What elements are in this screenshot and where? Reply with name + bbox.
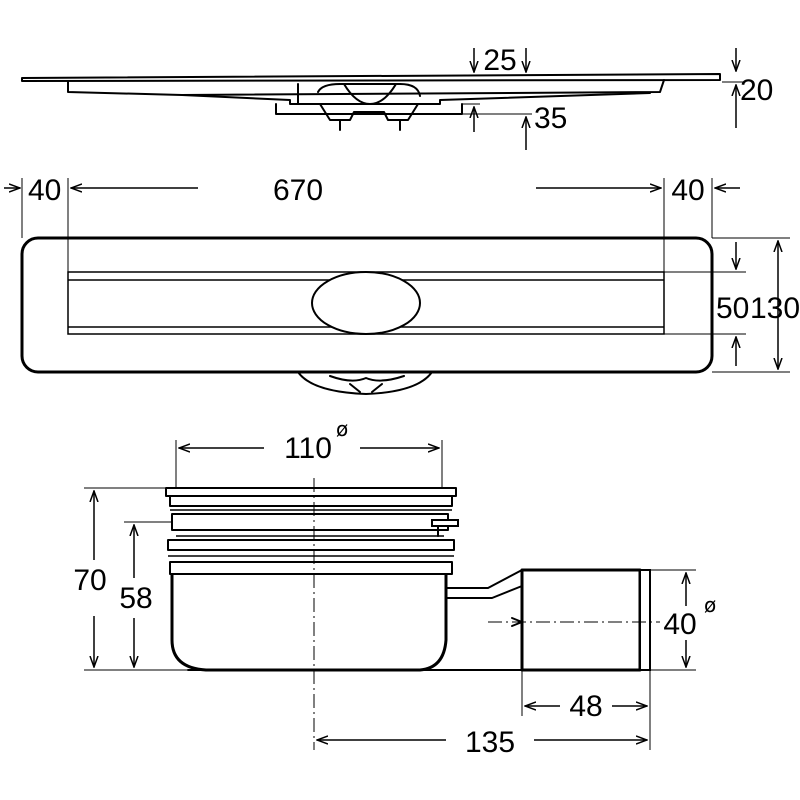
section-view: 25 20 35 [21,44,773,150]
dim-20: 20 [722,48,773,128]
diameter-symbol-40: ø [704,593,716,617]
dim-135: 135 [317,726,647,759]
dim-label-40-right: 40 [671,174,704,207]
dim-label-40-left: 40 [28,174,61,207]
dim-label-130: 130 [750,292,800,325]
dim-40-right: 40 [671,174,740,207]
diameter-symbol-110: ø [336,417,348,441]
dim-670: 670 [71,174,661,207]
dim-label-40-outlet: 40 [663,608,696,641]
dim-40-outlet: 40 ø [663,573,716,667]
dim-35: 35 [462,102,567,150]
dim-label-35: 35 [534,102,567,135]
dim-label-20: 20 [740,74,773,107]
trap-view: 110 ø 70 58 40 ø 48 [73,417,716,759]
dim-110: 110 ø [179,417,439,465]
dim-25: 25 [474,44,526,77]
dim-label-670: 670 [273,174,323,207]
dim-label-48: 48 [569,690,602,723]
dim-40-left: 40 [4,174,61,207]
dim-130: 130 [712,237,800,373]
dim-70: 70 [73,491,107,667]
plan-view: 40 670 40 50 130 [4,174,800,395]
dim-58: 58 [119,525,153,667]
dim-label-58: 58 [119,582,152,615]
dim-label-135: 135 [465,726,515,759]
dim-label-50: 50 [716,292,749,325]
dim-label-70: 70 [73,564,106,597]
dim-label-25: 25 [483,44,516,77]
dim-50: 50 [664,242,749,366]
dim-48: 48 [525,690,647,723]
dim-label-110: 110 [284,432,332,465]
